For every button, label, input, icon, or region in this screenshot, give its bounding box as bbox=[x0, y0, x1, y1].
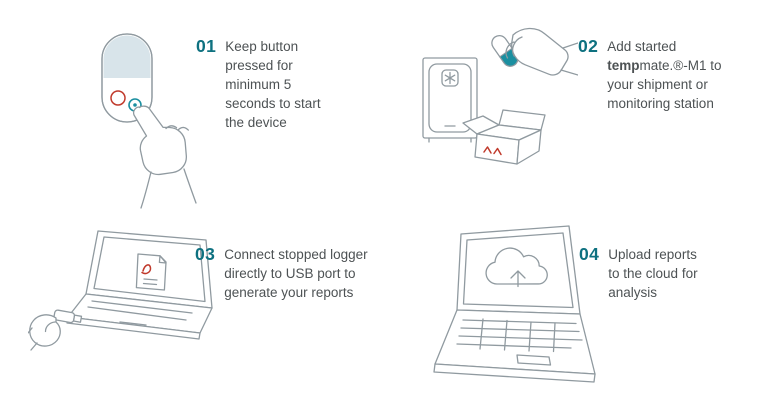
laptop bbox=[433, 225, 596, 383]
hand-with-usb-logger bbox=[28, 309, 83, 351]
step-04: 04 Upload reports to the cloud for analy… bbox=[579, 245, 708, 302]
step-number: 03 bbox=[195, 244, 216, 264]
step-text: Keep button pressed for minimum 5 second… bbox=[225, 39, 321, 130]
report-document-icon bbox=[135, 253, 167, 291]
touchpad bbox=[516, 354, 552, 366]
step-text: Add started tempmate.®-M1 to your shipme… bbox=[607, 37, 735, 113]
step-number: 04 bbox=[579, 244, 600, 264]
logger-device bbox=[101, 33, 153, 123]
pressing-hand bbox=[132, 105, 197, 209]
logger-button-press-illustration bbox=[101, 33, 197, 209]
shipping-box bbox=[462, 109, 546, 165]
step2-text-after: mate.®-M1 to your shipment or monitoring… bbox=[607, 58, 722, 111]
step-text: Upload reports to the cloud for analysis bbox=[608, 247, 698, 300]
usb-logger-icon bbox=[53, 309, 83, 324]
logger-usb-to-laptop-illustration bbox=[28, 230, 213, 351]
logger-into-shipment-box-illustration bbox=[422, 27, 578, 165]
red-button-icon bbox=[110, 90, 126, 106]
laptop bbox=[66, 230, 213, 340]
hand-with-logger bbox=[491, 27, 578, 76]
fragile-marks-icon bbox=[483, 146, 502, 156]
step-01: 01 Keep button pressed for minimum 5 sec… bbox=[196, 37, 333, 132]
cloud-upload-icon bbox=[485, 247, 548, 288]
step2-text-before: Add started bbox=[607, 39, 677, 54]
laptop-cloud-upload-illustration bbox=[433, 225, 596, 383]
keyboard bbox=[456, 318, 583, 353]
monitoring-station bbox=[422, 57, 478, 143]
step-03: 03 Connect stopped logger directly to US… bbox=[195, 245, 386, 302]
step-text: Connect stopped logger directly to USB p… bbox=[224, 247, 368, 300]
snowflake-icon bbox=[444, 71, 456, 85]
step-number: 01 bbox=[196, 36, 217, 56]
step-02: 02 Add started tempmate.®-M1 to your shi… bbox=[578, 37, 735, 113]
step-number: 02 bbox=[578, 36, 599, 56]
brand-name-bold: temp bbox=[607, 58, 640, 73]
